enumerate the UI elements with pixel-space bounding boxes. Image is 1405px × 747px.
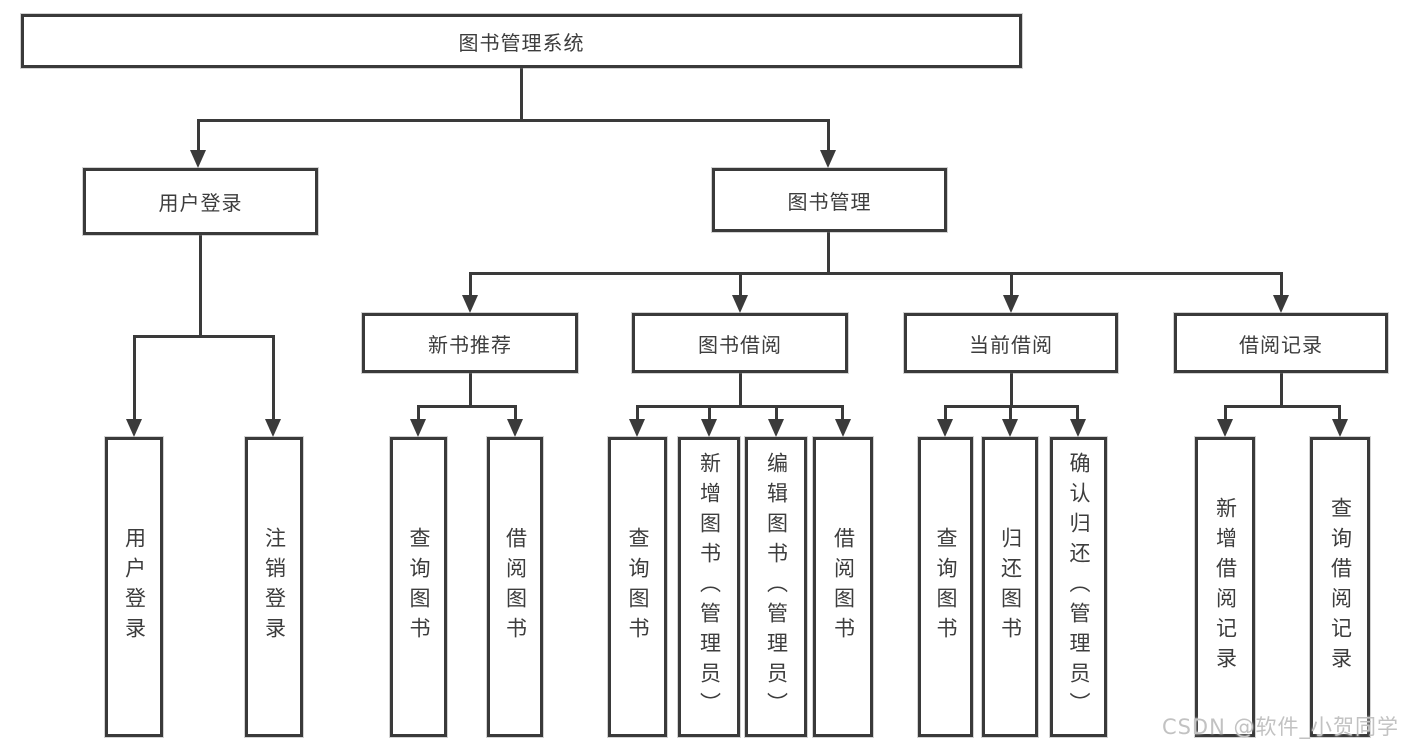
connector-line <box>469 272 472 297</box>
arrowhead-down-icon <box>1217 419 1233 437</box>
node-label: 用户登录 <box>122 527 147 647</box>
leaf-borrow-books: 借阅图书 <box>813 437 873 737</box>
connector-line <box>775 405 778 421</box>
connector-line <box>1224 405 1341 408</box>
connector-line <box>944 405 947 421</box>
connector-line <box>1280 272 1283 297</box>
arrowhead-down-icon <box>835 419 851 437</box>
connector-line <box>417 405 517 408</box>
connector-line <box>1010 373 1013 405</box>
arrowhead-down-icon <box>820 150 836 168</box>
connector-line <box>1338 405 1341 421</box>
node-label: 归还图书 <box>998 527 1023 647</box>
connector-line <box>827 232 830 272</box>
arrowhead-down-icon <box>937 419 953 437</box>
node-user-login: 用户登录 <box>83 168 318 235</box>
node-label: 借阅图书 <box>831 527 856 647</box>
arrowhead-down-icon <box>265 419 281 437</box>
connector-line <box>1010 272 1013 297</box>
leaf-query-books-current: 查询图书 <box>918 437 973 737</box>
node-label: 图书借阅 <box>698 332 782 357</box>
connector-line <box>1009 405 1012 421</box>
connector-line <box>1224 405 1227 421</box>
connector-line <box>827 119 830 152</box>
node-label: 图书管理 <box>787 189 872 214</box>
connector-line <box>133 335 136 421</box>
node-label: 注销登录 <box>262 527 287 647</box>
node-book-borrowing: 图书借阅 <box>632 313 848 373</box>
leaf-confirm-return-admin: 确认归还（管理员） <box>1050 437 1107 737</box>
connector-line <box>841 405 844 421</box>
leaf-return-books: 归还图书 <box>982 437 1038 737</box>
arrowhead-down-icon <box>1002 419 1018 437</box>
connector-line <box>739 373 742 405</box>
arrowhead-down-icon <box>462 295 478 313</box>
arrowhead-down-icon <box>410 419 426 437</box>
arrowhead-down-icon <box>768 419 784 437</box>
connector-line <box>272 335 275 421</box>
leaf-add-books-admin: 新增图书（管理员） <box>678 437 740 737</box>
node-borrowing-records: 借阅记录 <box>1174 313 1388 373</box>
node-label: 确认归还（管理员） <box>1067 452 1091 722</box>
connector-line <box>514 405 517 421</box>
connector-line <box>199 235 202 335</box>
node-book-management: 图书管理 <box>712 168 947 232</box>
node-label: 图书管理系统 <box>458 30 585 55</box>
node-label: 查询图书 <box>407 527 431 647</box>
leaf-edit-books-admin: 编辑图书（管理员） <box>745 437 807 737</box>
leaf-query-borrow-record: 查询借阅记录 <box>1310 437 1370 737</box>
arrowhead-down-icon <box>1070 419 1086 437</box>
connector-line <box>469 373 472 405</box>
connector-line <box>1280 373 1283 405</box>
node-library-management-system: 图书管理系统 <box>21 14 1022 68</box>
leaf-query-books-borrowing: 查询图书 <box>608 437 667 737</box>
arrowhead-down-icon <box>629 419 645 437</box>
arrowhead-down-icon <box>1332 419 1348 437</box>
connector-line <box>1076 405 1079 421</box>
arrowhead-down-icon <box>1003 295 1019 313</box>
connector-line <box>636 405 639 421</box>
connector-line <box>417 405 420 421</box>
node-label: 新增借阅记录 <box>1213 497 1238 677</box>
node-label: 查询借阅记录 <box>1328 497 1353 677</box>
leaf-borrow-books-recommend: 借阅图书 <box>487 437 543 737</box>
connector-line <box>739 272 742 297</box>
arrowhead-down-icon <box>1273 295 1289 313</box>
leaf-logout: 注销登录 <box>245 437 303 737</box>
leaf-add-borrow-record: 新增借阅记录 <box>1195 437 1255 737</box>
node-label: 当前借阅 <box>969 332 1053 357</box>
node-new-book-recommendation: 新书推荐 <box>362 313 578 373</box>
connector-line <box>520 68 523 119</box>
node-label: 借阅记录 <box>1239 332 1323 357</box>
leaf-user-login: 用户登录 <box>105 437 163 737</box>
node-label: 查询图书 <box>626 527 650 647</box>
connector-line <box>133 335 275 338</box>
node-label: 查询图书 <box>934 527 958 647</box>
node-current-borrowing: 当前借阅 <box>904 313 1118 373</box>
connector-line <box>708 405 711 421</box>
arrowhead-down-icon <box>701 419 717 437</box>
arrowhead-down-icon <box>190 150 206 168</box>
node-label: 编辑图书（管理员） <box>764 452 789 722</box>
connector-line <box>469 272 1282 275</box>
arrowhead-down-icon <box>507 419 523 437</box>
node-label: 新增图书（管理员） <box>697 452 722 722</box>
node-label: 用户登录 <box>158 191 243 215</box>
connector-line <box>636 405 844 408</box>
node-label: 新书推荐 <box>428 332 512 357</box>
arrowhead-down-icon <box>126 419 142 437</box>
node-label: 借阅图书 <box>503 527 528 647</box>
connector-line <box>197 119 200 152</box>
connector-line <box>197 119 830 122</box>
leaf-query-books-recommend: 查询图书 <box>390 437 447 737</box>
arrowhead-down-icon <box>732 295 748 313</box>
